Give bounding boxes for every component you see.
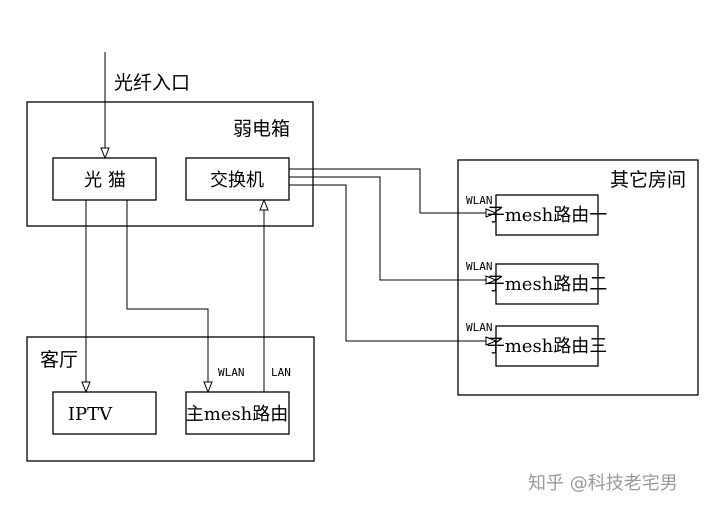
iptv-box [52, 391, 157, 435]
lan-label: LAN [271, 366, 291, 379]
switch-box [185, 157, 290, 201]
switch-to-child-2-line [289, 176, 496, 280]
child-router-2-label: 子mesh路由二 [487, 274, 608, 295]
switch-label: 交换机 [210, 170, 264, 191]
main-router-box [185, 391, 290, 435]
child-router-3-box [495, 325, 599, 367]
wlan-label-3: WLAN [466, 321, 493, 334]
fiber-inlet-label: 光纤入口 [114, 72, 190, 94]
wlan-label-main: WLAN [218, 366, 245, 379]
wlan-label-1: WLAN [466, 194, 493, 207]
switch-to-child-1-line [289, 168, 496, 213]
optical-modem-label: 光 猫 [84, 170, 126, 191]
modem-to-main-router-line [126, 200, 208, 392]
wlan-label-2: WLAN [466, 260, 493, 273]
watermark-text: 知乎 @科技老宅男 [528, 473, 678, 494]
child-router-3-label: 子mesh路由三 [487, 336, 608, 357]
other-rooms-label: 其它房间 [610, 169, 686, 191]
weak-box-label: 弱电箱 [233, 118, 290, 140]
iptv-label: IPTV [68, 404, 113, 425]
main-router-label: 主mesh路由 [186, 404, 289, 425]
switch-to-child-3-line [289, 184, 496, 341]
child-router-1-label: 子mesh路由一 [487, 205, 608, 226]
optical-modem-box [52, 157, 157, 201]
living-room-label: 客厅 [40, 349, 78, 371]
